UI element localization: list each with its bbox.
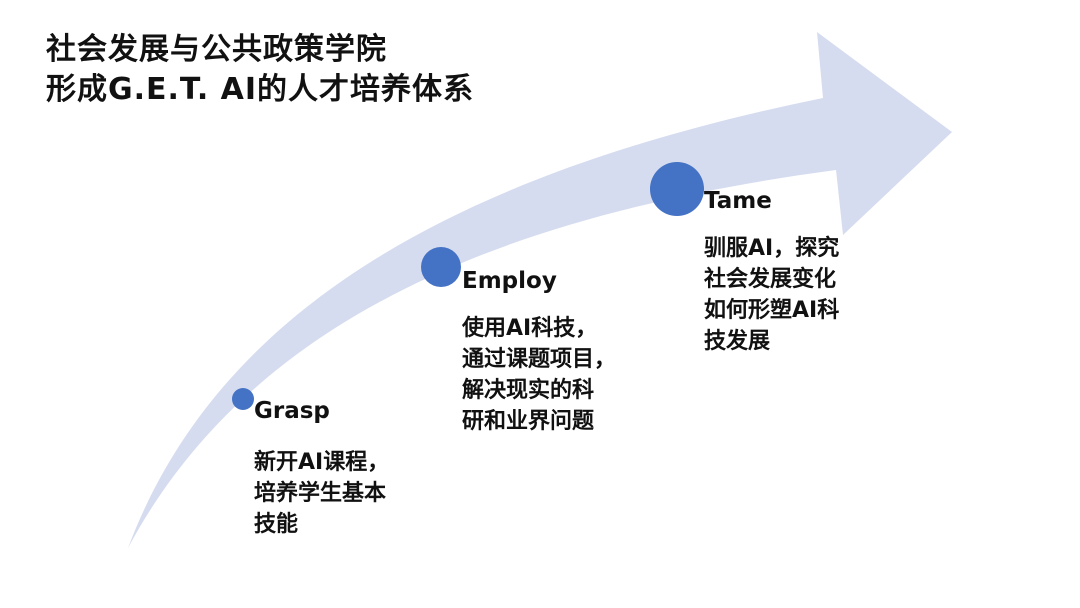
title-line-2: 形成G.E.T. AI的人才培养体系 bbox=[46, 72, 475, 107]
stage-marker-employ bbox=[421, 247, 461, 287]
stage-description-employ: 使用AI科技， 通过课题项目， 解决现实的科 研和业界问题 bbox=[462, 313, 616, 437]
stage-marker-tame bbox=[650, 162, 704, 216]
description-line: 技发展 bbox=[704, 329, 771, 354]
description-line: 通过课题项目， bbox=[462, 347, 617, 372]
stage-description-tame: 驯服AI，探究 社会发展变化 如何形塑AI科 技发展 bbox=[704, 233, 839, 357]
description-line: 使用AI科技， bbox=[462, 316, 598, 341]
arrow-shape bbox=[128, 32, 952, 548]
stage-name-grasp: Grasp bbox=[254, 398, 330, 424]
description-line: 培养学生基本 bbox=[254, 481, 387, 506]
diagram-title: 社会发展与公共政策学院 形成G.E.T. AI的人才培养体系 bbox=[46, 30, 474, 110]
description-line: 解决现实的科 bbox=[462, 378, 595, 403]
description-line: 研和业界问题 bbox=[462, 409, 595, 434]
stage-name-tame: Tame bbox=[704, 188, 772, 214]
title-line-1: 社会发展与公共政策学院 bbox=[46, 32, 387, 67]
description-line: 社会发展变化 bbox=[704, 267, 837, 292]
description-line: 如何形塑AI科 bbox=[704, 298, 840, 323]
stage-marker-grasp bbox=[232, 388, 254, 410]
stage-description-grasp: 新开AI课程， 培养学生基本 技能 bbox=[254, 447, 389, 540]
stage-name-employ: Employ bbox=[462, 268, 557, 294]
description-line: 技能 bbox=[254, 512, 299, 537]
description-line: 驯服AI，探究 bbox=[704, 236, 840, 261]
description-line: 新开AI课程， bbox=[254, 450, 390, 475]
